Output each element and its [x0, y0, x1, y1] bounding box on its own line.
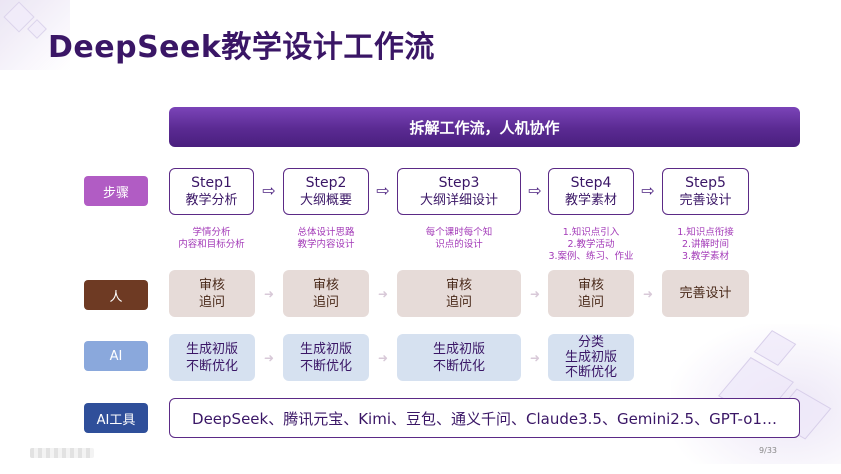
- note-line: 总体设计思路: [297, 227, 355, 238]
- note-line: 1.知识点衔接: [677, 227, 734, 238]
- step-box-3: Step3 大纲详细设计: [397, 168, 521, 215]
- decorative-cubes-top-left: [0, 0, 70, 70]
- step-name: 完善设计: [679, 192, 732, 208]
- step-note-2: 总体设计思路 教学内容设计: [283, 227, 369, 251]
- cell-line: 审核: [577, 277, 604, 293]
- row-label-steps: 步骤: [84, 176, 148, 206]
- cell-line: 不断优化: [185, 358, 238, 374]
- note-line: 教学内容设计: [297, 239, 355, 250]
- cell-line: 审核: [312, 277, 339, 293]
- step-box-4: Step4 教学素材: [548, 168, 634, 215]
- cell-line: 审核: [198, 277, 225, 293]
- hollow-right-arrow-icon: ⇨: [376, 181, 390, 200]
- page-title: DeepSeek教学设计工作流: [48, 30, 435, 65]
- step-box-1: Step1 教学分析: [169, 168, 254, 215]
- ai-cell-4: 分类 生成初版 不断优化: [548, 334, 634, 381]
- cell-line: 生成初版: [185, 341, 238, 357]
- note-line: 内容和目标分析: [178, 239, 245, 250]
- cell-line: 追问: [577, 294, 604, 310]
- decorative-cube: [27, 19, 47, 39]
- cell-line: 追问: [445, 294, 472, 310]
- note-line: 3.教学素材: [681, 251, 730, 262]
- cell-line: 生成初版: [564, 350, 617, 365]
- cell-line: 完善设计: [679, 286, 732, 301]
- step-number: Step1: [191, 174, 232, 191]
- hollow-right-arrow-icon: ⇨: [528, 181, 542, 200]
- cell-line: 追问: [312, 294, 339, 310]
- pale-right-arrow-icon: ➜: [642, 287, 654, 301]
- cell-line: 生成初版: [432, 341, 485, 357]
- note-line: 学情分析: [192, 227, 231, 238]
- cell-line: 分类: [577, 335, 604, 350]
- page-number: 9/33: [759, 446, 777, 455]
- cell-line: 不断优化: [432, 358, 485, 374]
- human-cell-1: 审核 追问: [169, 270, 255, 317]
- step-note-1: 学情分析 内容和目标分析: [169, 227, 254, 251]
- cell-line: 不断优化: [299, 358, 352, 374]
- pale-right-arrow-icon: ➜: [529, 351, 541, 365]
- pale-right-arrow-icon: ➜: [263, 287, 275, 301]
- decorative-cubes-bottom-right: [671, 324, 841, 464]
- ai-cell-2: 生成初版 不断优化: [283, 334, 369, 381]
- hollow-right-arrow-icon: ⇨: [262, 181, 276, 200]
- step-number: Step5: [685, 174, 726, 191]
- pale-right-arrow-icon: ➜: [377, 351, 389, 365]
- cell-line: 审核: [445, 277, 472, 293]
- hollow-right-arrow-icon: ⇨: [641, 181, 655, 200]
- cell-line: 不断优化: [564, 365, 617, 380]
- ai-cell-3: 生成初版 不断优化: [397, 334, 521, 381]
- step-note-3: 每个课时每个知 识点的设计: [397, 227, 521, 251]
- row-label-ai-tools: AI工具: [84, 403, 148, 433]
- pale-right-arrow-icon: ➜: [263, 351, 275, 365]
- human-cell-4: 审核 追问: [548, 270, 634, 317]
- cell-line: 生成初版: [299, 341, 352, 357]
- note-line: 3.案例、练习、作业: [548, 251, 634, 262]
- note-line: 识点的设计: [435, 239, 483, 250]
- human-cell-5: 完善设计: [662, 270, 749, 317]
- pale-right-arrow-icon: ➜: [529, 287, 541, 301]
- step-name: 教学分析: [185, 192, 238, 208]
- workflow-banner: 拆解工作流，人机协作: [169, 107, 800, 147]
- row-label-human: 人: [84, 280, 148, 310]
- note-line: 2.教学活动: [567, 239, 615, 250]
- step-note-4: 1.知识点引入 2.教学活动 3.案例、练习、作业: [536, 227, 646, 263]
- cell-line: 追问: [198, 294, 225, 310]
- blurred-logo: [30, 448, 94, 458]
- row-label-ai: AI: [84, 341, 148, 371]
- pale-right-arrow-icon: ➜: [377, 287, 389, 301]
- human-cell-2: 审核 追问: [283, 270, 369, 317]
- step-box-5: Step5 完善设计: [662, 168, 749, 215]
- step-number: Step3: [438, 174, 480, 191]
- note-line: 每个课时每个知: [425, 227, 493, 238]
- step-number: Step2: [305, 174, 347, 191]
- note-line: 1.知识点引入: [562, 227, 620, 238]
- step-name: 大纲详细设计: [419, 192, 498, 208]
- step-number: Step4: [570, 174, 612, 191]
- step-note-5: 1.知识点衔接 2.讲解时间 3.教学素材: [662, 227, 749, 263]
- step-name: 大纲概要: [299, 192, 352, 208]
- decorative-cube: [753, 330, 797, 366]
- step-box-2: Step2 大纲概要: [283, 168, 369, 215]
- step-name: 教学素材: [564, 192, 617, 208]
- ai-cell-1: 生成初版 不断优化: [169, 334, 255, 381]
- ai-tools-list: DeepSeek、腾讯元宝、Kimi、豆包、通义千问、Claude3.5、Gem…: [169, 398, 800, 438]
- human-cell-3: 审核 追问: [397, 270, 521, 317]
- note-line: 2.讲解时间: [681, 239, 730, 250]
